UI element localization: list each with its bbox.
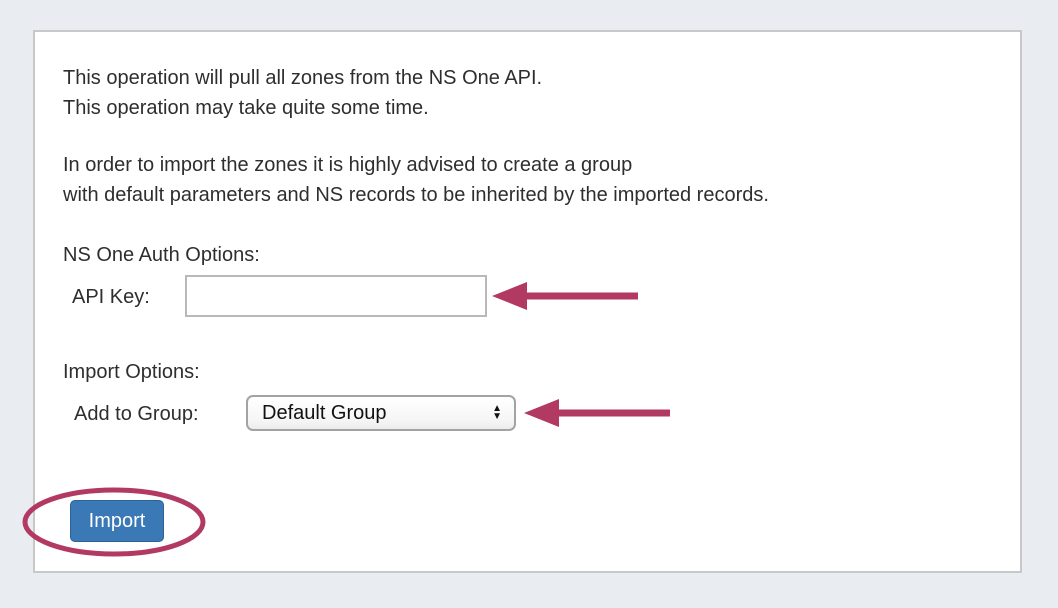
advice-line-2: with default parameters and NS records t… (63, 184, 769, 206)
api-key-input[interactable] (185, 275, 487, 317)
intro-text: This operation will pull all zones from … (63, 63, 542, 123)
intro-line-2: This operation may take quite some time. (63, 97, 429, 119)
stepper-down-icon: ▼ (492, 411, 502, 422)
stepper-up-icon: ▲ (492, 403, 502, 414)
import-options-heading: Import Options: (63, 361, 200, 383)
advice-text: In order to import the zones it is highl… (63, 150, 769, 210)
auth-options-heading: NS One Auth Options: (63, 244, 260, 266)
import-button[interactable]: Import (70, 500, 164, 542)
add-to-group-label: Add to Group: (74, 403, 199, 425)
advice-line-1: In order to import the zones it is highl… (63, 154, 633, 176)
add-to-group-select[interactable]: Default Group ▲ ▼ (246, 395, 516, 431)
selected-group-value: Default Group (262, 401, 387, 424)
api-key-label: API Key: (72, 286, 150, 308)
intro-line-1: This operation will pull all zones from … (63, 67, 543, 89)
import-zones-panel: This operation will pull all zones from … (33, 30, 1022, 573)
select-stepper-icon: ▲ ▼ (492, 403, 502, 422)
